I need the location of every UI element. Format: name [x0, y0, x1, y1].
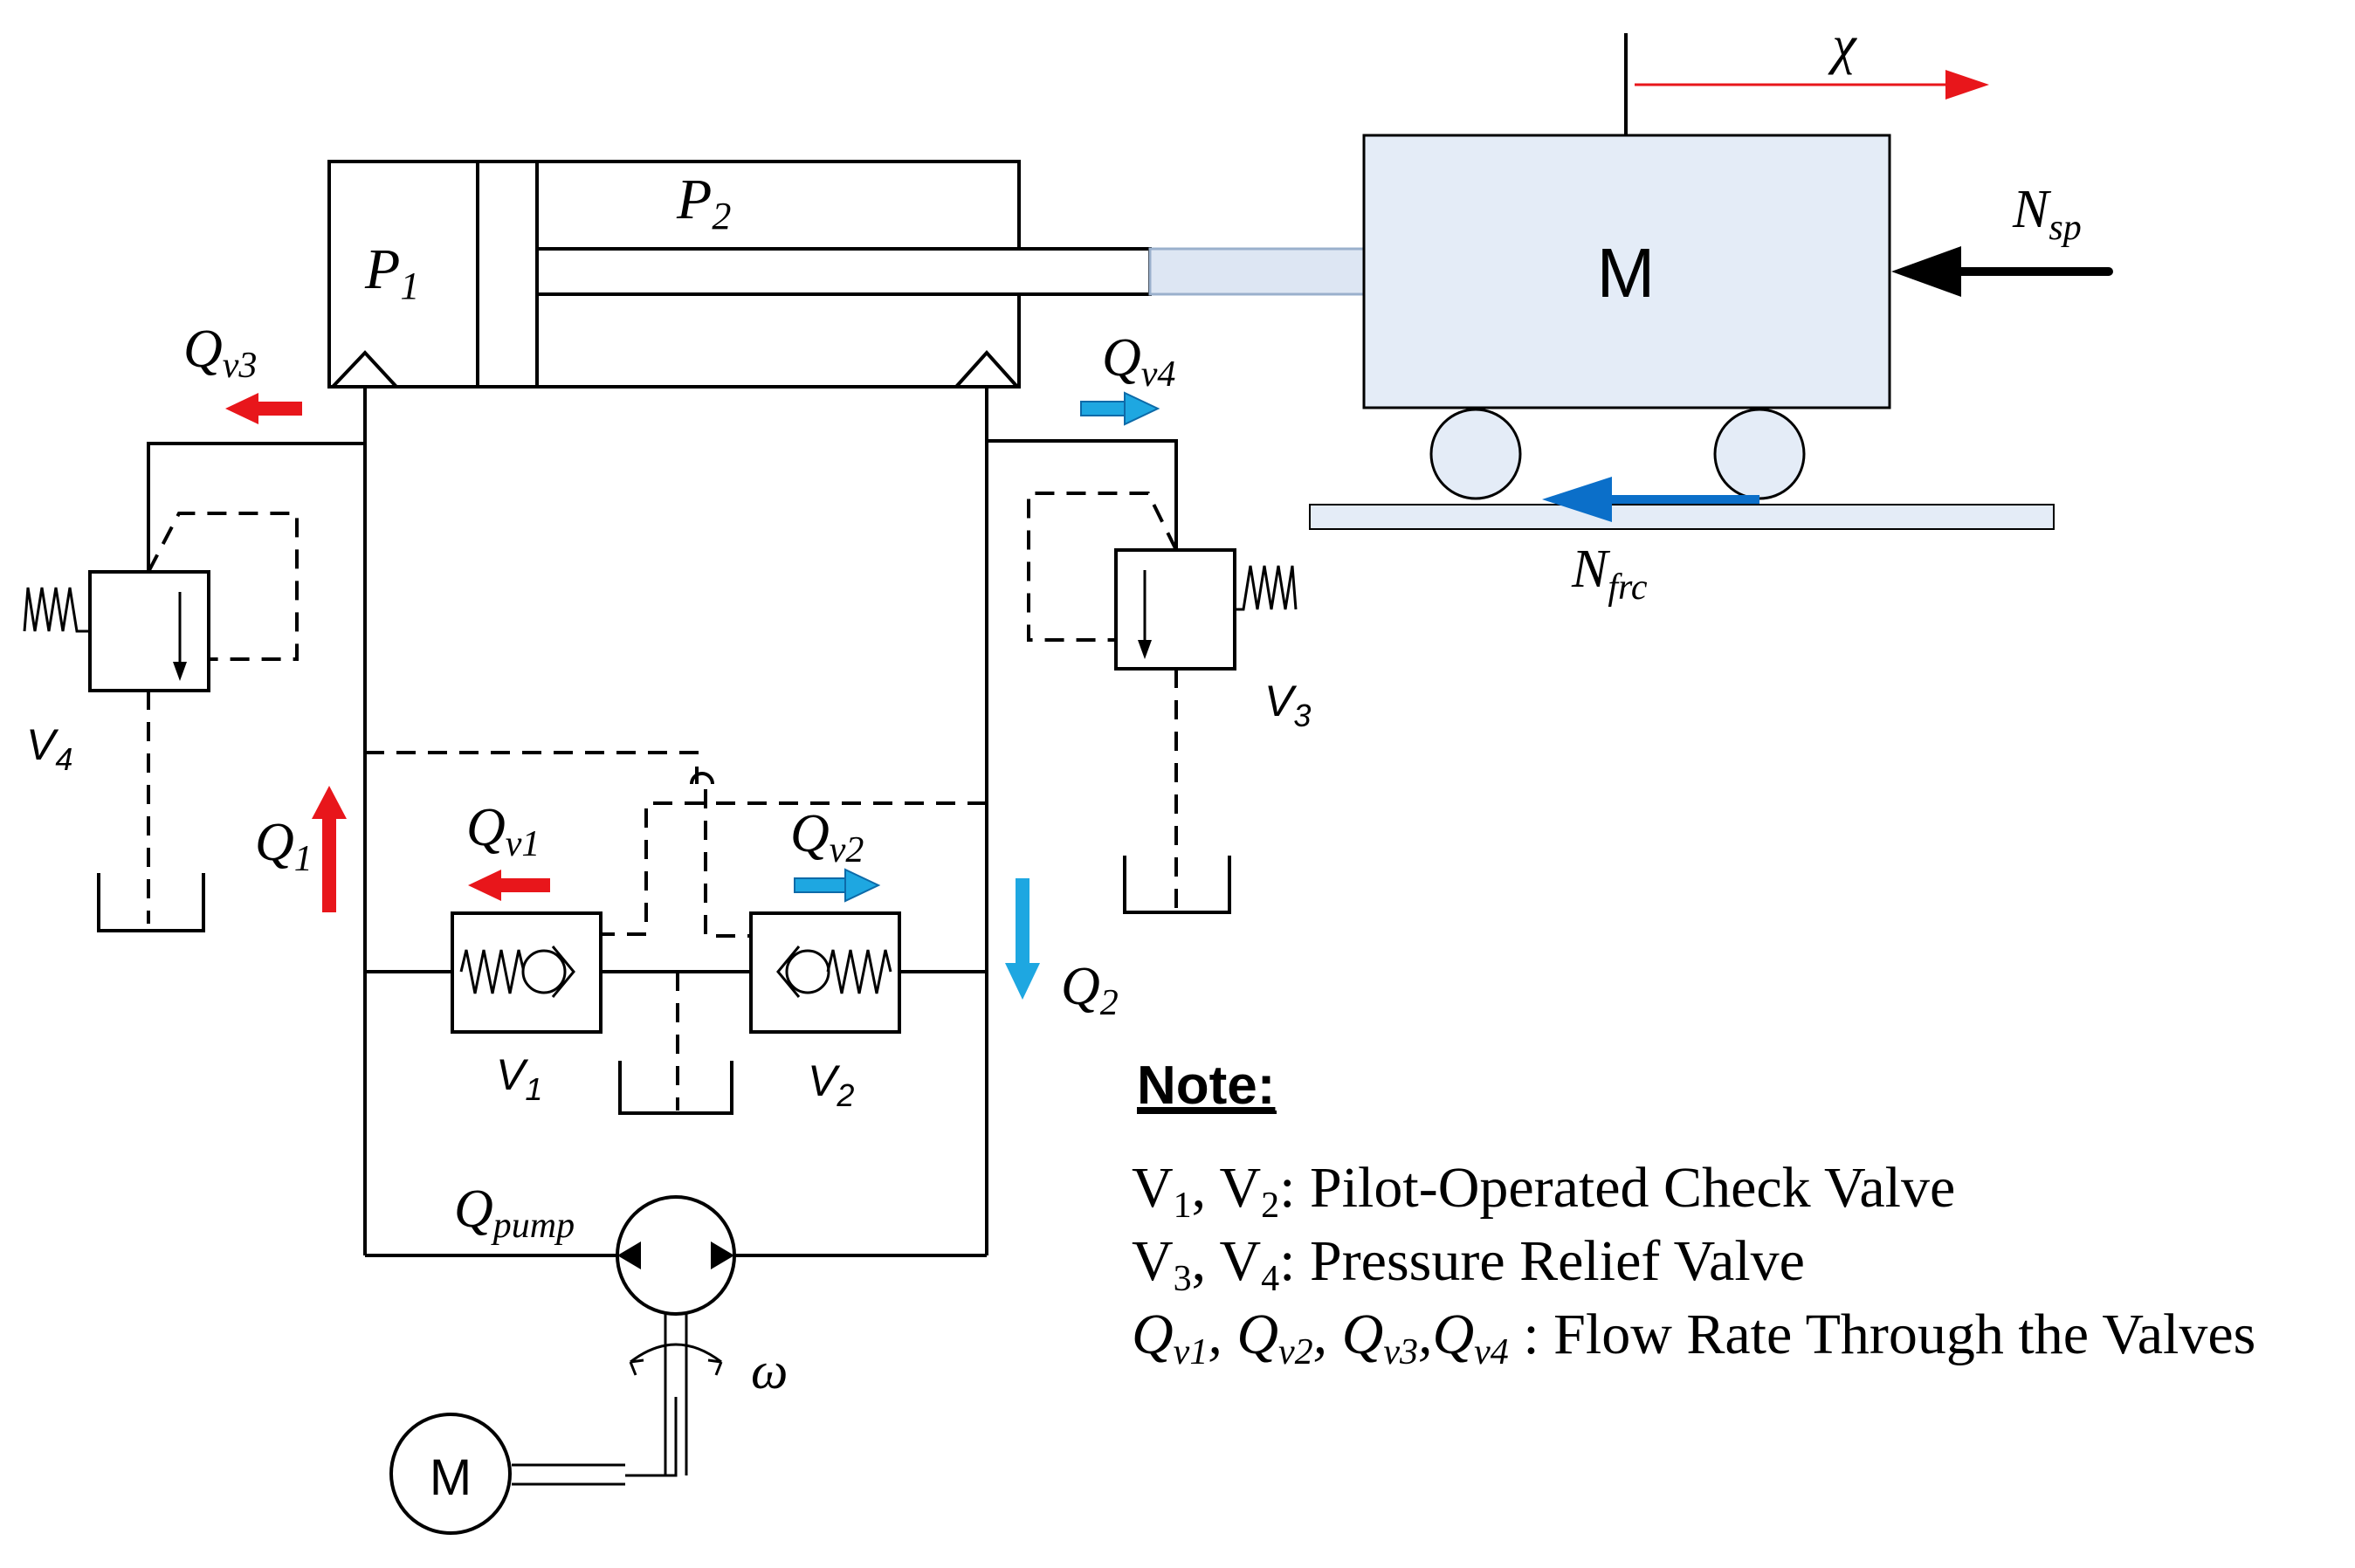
q1-label: Q1	[255, 813, 313, 879]
note-line-2: V3, V4: Pressure Relief Valve	[1132, 1229, 1805, 1299]
relief-valve-v4	[23, 512, 299, 932]
v4-label: V4	[26, 720, 72, 777]
hydraulic-lines	[147, 387, 1178, 1257]
nsp-label: Nsp	[2012, 180, 2082, 248]
q2-label: Q2	[1061, 957, 1119, 1023]
friction-arrowhead	[1542, 477, 1612, 522]
v3-label: V3	[1264, 677, 1311, 733]
tank-icon	[97, 873, 205, 932]
qv4-arrowhead	[1124, 391, 1160, 426]
note-block: Note: V1, V2: Pilot-Operated Check Valve…	[1132, 1056, 2255, 1372]
qv4-arrow-shaft	[1080, 401, 1127, 416]
qv3-arrowhead	[225, 393, 258, 424]
spring-icon	[23, 587, 90, 633]
check-valve-icon	[451, 911, 603, 1034]
spring-icon	[459, 949, 526, 994]
note-line-3: Qv1, Qv2, Qv3,Qv4 : Flow Rate Through th…	[1132, 1303, 2255, 1372]
mass-label: M	[1597, 234, 1656, 312]
q2-arrowhead	[1005, 963, 1040, 1000]
q1-arrowhead	[312, 786, 347, 819]
qv1-arrow-shaft	[499, 878, 550, 892]
qv3-arrow-shaft	[257, 402, 302, 416]
relief-valve-icon	[1114, 548, 1236, 671]
qv1-arrowhead	[468, 870, 501, 901]
motor-label: M	[430, 1449, 472, 1506]
v2-label: V2	[808, 1056, 854, 1113]
check-valve-v2	[749, 911, 901, 1034]
qv2-label: Qv2	[790, 804, 864, 870]
rod-extension	[1148, 247, 1367, 296]
nfrc-label: Nfrc	[1571, 540, 1648, 608]
tank-icon	[1123, 856, 1231, 914]
relief-valve-v3	[1027, 492, 1298, 914]
chi-label: χ	[1828, 16, 1857, 75]
note-heading: Note:	[1137, 1056, 1275, 1116]
v1-label: V1	[496, 1050, 542, 1107]
spring-force-arrowhead	[1891, 246, 1961, 297]
omega-label: ω	[751, 1342, 788, 1400]
wheel-icon	[1429, 408, 1522, 500]
relief-valve-icon	[88, 570, 210, 692]
pilot-line-v4	[147, 512, 299, 661]
check-valve-v1	[451, 911, 603, 1034]
cylinder-port-left	[331, 350, 398, 389]
piston-rod	[535, 247, 1152, 296]
spring-icon	[1235, 565, 1298, 611]
motor-icon	[389, 1413, 512, 1535]
q2-arrow-shaft	[1016, 878, 1029, 966]
mass-block	[1362, 134, 1891, 409]
pump-icon	[616, 1195, 736, 1475]
spring-icon	[826, 949, 892, 994]
qv2-arrow-shaft	[794, 877, 848, 893]
qv3-label: Qv3	[183, 320, 257, 386]
piston	[476, 160, 539, 389]
q1-arrow-shaft	[322, 816, 336, 912]
pilot-lines-center	[365, 751, 987, 938]
hydraulic-cylinder	[327, 160, 1367, 389]
cylinder-port-right	[954, 350, 1019, 389]
displacement-arrowhead	[1945, 70, 1989, 100]
pilot-line-v3	[1027, 492, 1178, 642]
note-line-1: V1, V2: Pilot-Operated Check Valve	[1132, 1156, 1955, 1226]
ground-rail	[1309, 504, 2055, 530]
qv4-label: Qv4	[1102, 328, 1175, 395]
wheel-icon	[1713, 408, 1806, 500]
tank-icon	[618, 1061, 733, 1115]
qv2-arrowhead	[844, 868, 881, 903]
load-mass: M	[1309, 33, 2055, 530]
qpump-label: Qpump	[454, 1179, 575, 1246]
qv1-label: Qv1	[466, 798, 540, 864]
